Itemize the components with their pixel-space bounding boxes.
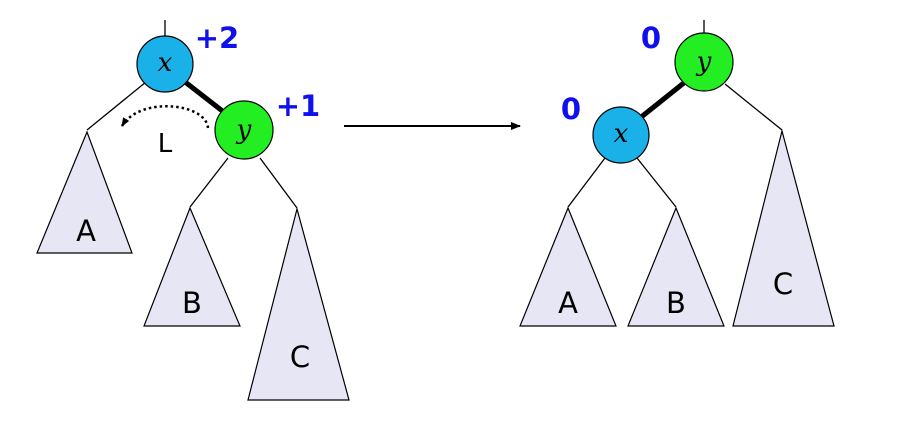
edge-y-to-x-heavy: [638, 80, 687, 120]
subtree-b-label: B: [182, 286, 202, 320]
subtree-a-before: [36, 130, 133, 254]
node-y-label: y: [236, 115, 252, 145]
node-y-balance: +1: [276, 89, 320, 123]
node-y-balance-after: 0: [641, 21, 661, 55]
node-x-balance-after: 0: [561, 92, 581, 126]
node-x-after: [592, 106, 650, 164]
edge-x-to-b-after: [636, 157, 677, 208]
rotation-label: L: [158, 129, 173, 159]
after-tree: A B C y 0 x 0: [519, 20, 835, 327]
subtree-a-label: A: [76, 214, 96, 248]
edge-y-to-c: [259, 157, 298, 209]
subtree-a-label-after: A: [558, 286, 578, 320]
edge-x-to-a-after: [567, 157, 606, 208]
node-y-label-after: y: [696, 47, 712, 77]
edge-x-to-y-heavy: [178, 76, 227, 115]
subtree-b-label-after: B: [666, 286, 686, 320]
subtree-a-after: [519, 206, 617, 327]
subtree-c-label: C: [290, 340, 310, 374]
subtree-b-after: [627, 206, 725, 327]
subtree-c-label-after: C: [773, 267, 793, 301]
node-x-label-after: x: [614, 119, 629, 149]
before-tree: A B C L x +2 y +1: [36, 20, 350, 401]
subtree-c-before: [247, 206, 350, 401]
node-y-after: [674, 32, 734, 92]
rotation-arrow-icon: [120, 105, 210, 129]
node-x-balance: +2: [195, 21, 239, 55]
edge-y-to-b: [189, 157, 229, 208]
node-y-before: [214, 100, 274, 160]
edge-x-to-a: [86, 81, 147, 131]
subtree-b-before: [143, 206, 241, 327]
subtree-c-after: [732, 128, 835, 327]
edge-y-to-c-after: [724, 83, 783, 131]
node-x-before: [136, 35, 194, 93]
node-x-label: x: [158, 48, 173, 78]
